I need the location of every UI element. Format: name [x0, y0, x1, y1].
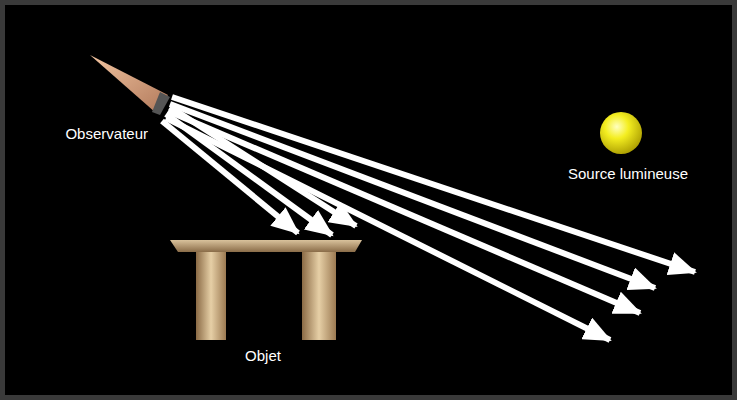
- table-leg: [302, 250, 336, 340]
- observer-eye: [152, 92, 170, 115]
- table-top: [170, 240, 362, 252]
- observer-label: Observateur: [65, 125, 148, 142]
- ray: [170, 107, 356, 226]
- ray: [162, 121, 298, 233]
- light-source-label: Source lumineuse: [568, 165, 688, 182]
- table-leg: [196, 250, 226, 340]
- ray: [172, 97, 695, 272]
- light-sphere: [600, 112, 642, 154]
- ray: [166, 114, 332, 235]
- rays: [162, 97, 695, 340]
- ray: [168, 111, 640, 313]
- ray: [170, 104, 655, 288]
- object-label: Objet: [245, 347, 281, 364]
- ray: [166, 118, 610, 340]
